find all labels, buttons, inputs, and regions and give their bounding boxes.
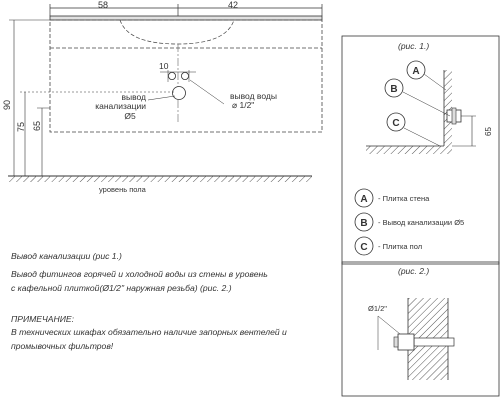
fig2-pipe <box>413 337 455 347</box>
fig1-callout-c-letter: C <box>392 118 399 129</box>
legend-c-text: - Плитка пол <box>378 242 422 251</box>
cabinet-body <box>49 19 323 133</box>
floor-label: уровень пола <box>99 185 147 194</box>
legend-b-text: - Вывод канализации Ø5 <box>378 218 464 227</box>
fig1-callout-a-letter: A <box>412 66 419 77</box>
fig1-panel: (рис. 1.) 65 A B C A - Плитка стена B - … <box>341 35 500 265</box>
note-fittings-2: с кафельной плиткой(Ø1/2" наружная резьб… <box>11 283 232 293</box>
fig2-frame <box>341 261 500 397</box>
fig2-panel: (рис. 2.) Ø1/2" <box>341 261 500 397</box>
fig2-dim-label: Ø1/2" <box>368 304 387 313</box>
basin-bowl <box>119 19 235 45</box>
note-fittings-1: Вывод фитингов горячей и холодной воды и… <box>11 269 268 279</box>
legend-b-circle <box>354 212 374 232</box>
dim-height-65: 65 <box>32 121 42 131</box>
legend-c-letter: C <box>360 242 367 253</box>
fig1-floor <box>366 146 452 154</box>
floor-hatch <box>8 176 312 182</box>
hot-water-outlet <box>167 72 176 81</box>
note-remark-heading: ПРИМЕЧАНИЕ: <box>11 314 74 324</box>
dim-spacing: 10 <box>159 61 169 71</box>
note-remark-2: промывочных фильтров! <box>11 341 114 351</box>
note-remark-1: В технических шкафах обязательно наличие… <box>11 327 287 337</box>
dim-top-right: 42 <box>228 0 238 10</box>
fig1-dim-65: 65 <box>484 127 493 136</box>
drain-leader <box>147 95 176 101</box>
water-label-line2: ⌀ 1/2" <box>232 100 254 110</box>
drain-label-line2: канализации <box>95 101 146 111</box>
drain-label-line3: Ø5 <box>124 111 136 121</box>
fig2-fitting <box>397 333 415 351</box>
dim-height-total: 90 <box>2 100 12 110</box>
legend-a-text: - Плитка стена <box>378 194 430 203</box>
dim-top-left: 58 <box>98 0 108 10</box>
water-leader <box>189 79 225 105</box>
cold-water-outlet <box>180 72 189 81</box>
water-label-line1: вывод воды <box>230 91 277 101</box>
fig1-callout-b-letter: B <box>390 84 397 95</box>
fig1-frame <box>341 35 500 265</box>
fig1-title: (рис. 1.) <box>398 41 429 51</box>
dim-height-75: 75 <box>16 122 26 132</box>
fig1-callout-a <box>406 60 426 80</box>
drain-label-line1: вывод <box>121 92 146 102</box>
fig1-callout-b <box>384 78 404 98</box>
legend-b-letter: B <box>360 218 367 229</box>
countertop <box>49 15 323 21</box>
legend-a-letter: A <box>360 194 367 205</box>
fig1-callout-c <box>386 112 406 132</box>
drain-outlet <box>172 86 186 100</box>
fig1-wall <box>444 70 452 148</box>
legend-c-circle <box>354 236 374 256</box>
cabinet-elevation: 58 42 10 вывод канализации Ø5 вывод воды… <box>2 0 323 194</box>
note-drain: Вывод канализации (рис 1.) <box>11 251 122 261</box>
legend-a-circle <box>354 188 374 208</box>
fig2-title: (рис. 2.) <box>398 266 429 276</box>
